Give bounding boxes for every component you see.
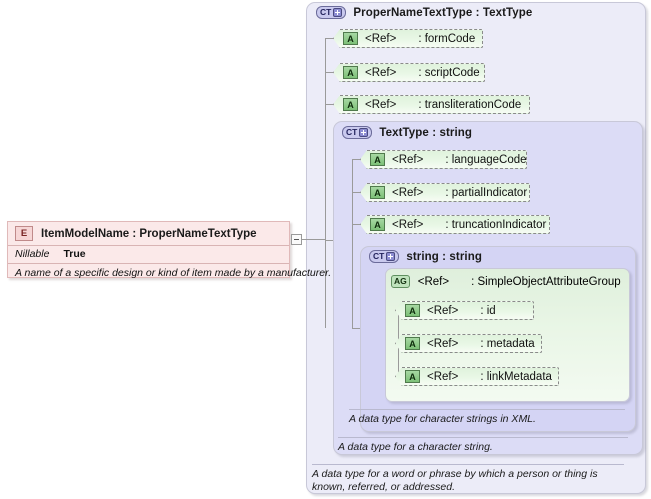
attribute-name-label: : partialIndicator [445,186,528,199]
element-property-nillable: Nillable True [8,245,289,263]
annotation-propernametexttype: A data type for a word or phrase by whic… [312,464,624,494]
attribute-ref-label: <Ref> [427,337,459,350]
attribute-ref-label: <Ref> [365,98,397,111]
attribute-name-label: : formCode [418,32,476,45]
element-title-row: E ItemModelName : ProperNameTextType [8,222,289,245]
attribute-name-label: : truncationIndicator [445,218,547,231]
attribute-ref-label: <Ref> [365,66,397,79]
complextype-title-string: string : string [406,250,482,263]
complextype-header-texttype: CT TextType : string [342,126,472,139]
attribute-name-label: : languageCode [445,153,527,166]
connector-element-to-type [302,239,325,240]
attribute-icon: A [343,32,358,45]
attribute-name-label: : scriptCode [418,66,480,79]
tree-trunk-texttype [352,159,353,329]
attribute-node-transliterationcode[interactable]: A <Ref> : transliterationCode [333,95,530,114]
attribute-icon: A [370,153,385,166]
attribute-name-label: : transliterationCode [418,98,522,111]
complextype-icon[interactable]: CT [316,6,347,19]
element-documentation: A name of a specific design or kind of i… [8,263,331,283]
attribute-ref-label: <Ref> [427,370,459,383]
attributegroup-name-label: : SimpleObjectAttributeGroup [471,275,621,288]
attribute-ref-label: <Ref> [392,186,424,199]
attribute-ref-label: <Ref> [427,304,459,317]
element-box-itemmodelname[interactable]: E ItemModelName : ProperNameTextType Nil… [7,221,331,279]
expand-plus-icon[interactable] [333,8,343,17]
collapse-toggle[interactable] [291,234,302,245]
expand-plus-icon[interactable] [359,128,369,137]
complextype-header-string: CT string : string [369,250,482,263]
complextype-badge-text: CT [320,7,332,18]
attribute-icon: A [405,370,420,383]
tree-branch-transliterationcode [325,104,333,105]
attribute-ref-label: <Ref> [392,153,424,166]
attribute-ref-label: <Ref> [365,32,397,45]
attributegroup-icon[interactable]: AG [391,275,410,288]
attribute-node-id[interactable]: A <Ref> : id [395,301,534,320]
attribute-name-label: : id [480,304,496,317]
attribute-name-label: : linkMetadata [480,370,552,383]
tree-branch-scriptcode [325,72,333,73]
tree-branch-texttype [325,240,333,241]
attribute-node-truncationindicator[interactable]: A <Ref> : truncationIndicator [360,215,550,234]
attributegroup-node[interactable]: AG <Ref> : SimpleObjectAttributeGroup [391,272,621,291]
complextype-title-texttype: TextType : string [379,126,472,139]
element-icon: E [15,226,33,241]
attribute-node-languagecode[interactable]: A <Ref> : languageCode [360,150,527,169]
tree-trunk-propername [325,38,326,328]
attribute-icon: A [343,66,358,79]
tree-branch-languagecode [352,159,360,160]
complextype-title-propernametexttype: ProperNameTextType : TextType [353,6,533,19]
complextype-icon[interactable]: CT [342,126,373,139]
complextype-header-propernametexttype: CT ProperNameTextType : TextType [316,6,532,19]
attribute-node-partialindicator[interactable]: A <Ref> : partialIndicator [360,183,530,202]
attribute-node-linkmetadata[interactable]: A <Ref> : linkMetadata [395,367,559,386]
tree-branch-string [352,328,360,329]
attribute-name-label: : metadata [480,337,535,350]
attribute-icon: A [405,304,420,317]
attribute-node-metadata[interactable]: A <Ref> : metadata [395,334,542,353]
element-title-label: ItemModelName : ProperNameTextType [41,227,257,240]
annotation-texttype: A data type for a character string. [338,437,628,454]
attribute-icon: A [343,98,358,111]
complextype-badge-text: CT [346,127,358,138]
attribute-node-scriptcode[interactable]: A <Ref> : scriptCode [333,63,485,82]
complextype-badge-text: CT [373,251,385,262]
element-property-key: Nillable [15,248,50,260]
expand-plus-icon[interactable] [386,252,396,261]
tree-branch-truncationindicator [352,224,360,225]
tree-branch-formcode [325,38,333,39]
attribute-ref-label: <Ref> [392,218,424,231]
attribute-icon: A [370,218,385,231]
element-property-value: True [63,248,86,260]
attribute-icon: A [370,186,385,199]
attribute-icon: A [405,337,420,350]
annotation-string: A data type for character strings in XML… [349,409,625,426]
complextype-icon[interactable]: CT [369,250,400,263]
tree-branch-partialindicator [352,192,360,193]
attributegroup-ref-label: <Ref> [417,275,450,288]
attribute-node-formcode[interactable]: A <Ref> : formCode [333,29,483,48]
